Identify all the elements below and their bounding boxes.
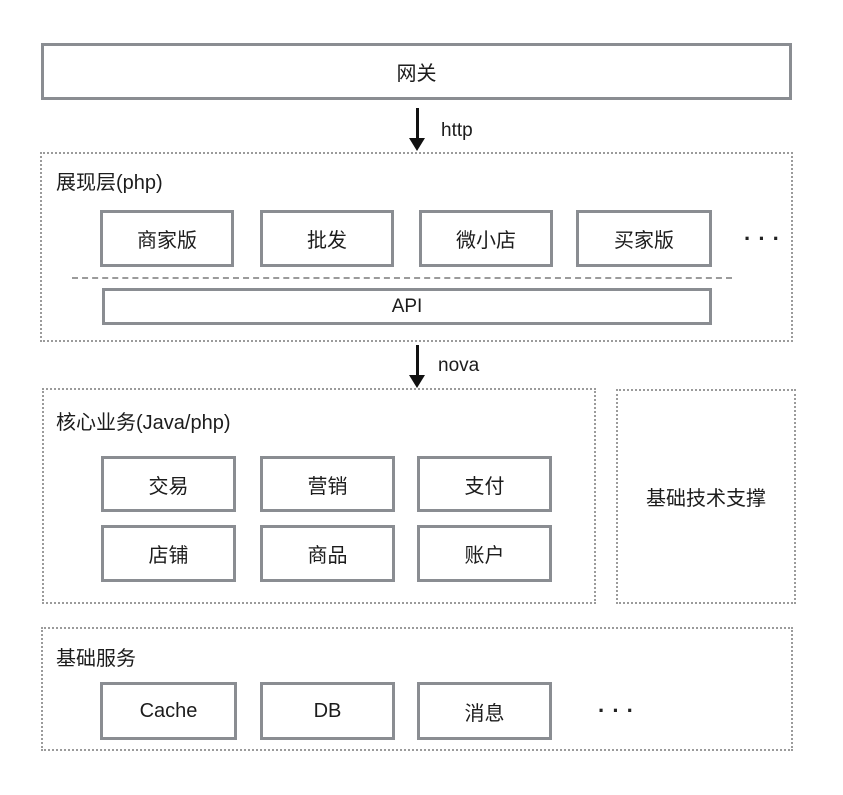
app-box-label: 商家版 (137, 230, 197, 252)
service-box-label: 账户 (464, 545, 505, 567)
app-box-buyer: 买家版 (576, 210, 712, 267)
service-box-shop: 店铺 (101, 525, 236, 582)
infra-box-db: DB (260, 682, 395, 740)
service-box-account: 账户 (417, 525, 552, 582)
nova-arrow (409, 345, 426, 389)
service-box-label: 支付 (464, 475, 505, 498)
app-box-label: 微小店 (456, 230, 516, 252)
service-box-product: 商品 (260, 525, 395, 582)
infra-box-label: 消息 (464, 702, 505, 725)
infra-box-label: Cache (139, 699, 198, 722)
presentation-layer-box: 展现层(php) 商家版 批发 微小店 买家版 ··· API (40, 152, 793, 342)
http-arrow-label: http (441, 120, 473, 141)
app-box-wholesale: 批发 (260, 210, 394, 267)
app-box-label: 批发 (307, 230, 347, 252)
service-box-label: 营销 (307, 475, 348, 498)
service-box-label: 店铺 (148, 545, 189, 567)
basic-services-box: 基础服务 Cache DB 消息 ··· (41, 627, 793, 751)
api-box: API (102, 288, 712, 325)
arrow-line (416, 108, 419, 139)
gateway-box: 网关 (41, 43, 792, 100)
api-box-label: API (391, 295, 423, 317)
arrow-down-icon (409, 138, 425, 151)
infra-box-cache: Cache (100, 682, 237, 740)
infra-box-label: DB (313, 699, 342, 722)
more-apps-ellipsis: ··· (744, 226, 787, 251)
presentation-layer-title: 展现层(php) (56, 172, 163, 194)
service-box-label: 商品 (307, 545, 348, 567)
api-divider (72, 277, 732, 279)
service-box-marketing: 营销 (260, 456, 395, 512)
basic-services-title: 基础服务 (56, 648, 136, 670)
service-box-payment: 支付 (417, 456, 552, 512)
infra-box-message: 消息 (417, 682, 552, 740)
gateway-label: 网关 (396, 63, 437, 85)
app-box-microshop: 微小店 (419, 210, 553, 267)
nova-arrow-label: nova (438, 355, 480, 376)
arrow-line (416, 345, 419, 376)
core-business-box: 核心业务(Java/php) 交易 营销 支付 店铺 商品 账户 (42, 388, 596, 604)
app-box-label: 买家版 (614, 230, 674, 252)
http-arrow (409, 108, 426, 152)
more-services-ellipsis: ··· (598, 698, 641, 723)
tech-support-label: 基础技术支撑 (646, 488, 766, 510)
app-box-merchant: 商家版 (100, 210, 234, 267)
arrow-down-icon (409, 375, 425, 388)
service-box-trade: 交易 (101, 456, 236, 512)
service-box-label: 交易 (148, 475, 189, 498)
tech-support-box: 基础技术支撑 (616, 389, 796, 604)
core-business-title: 核心业务(Java/php) (56, 412, 231, 434)
